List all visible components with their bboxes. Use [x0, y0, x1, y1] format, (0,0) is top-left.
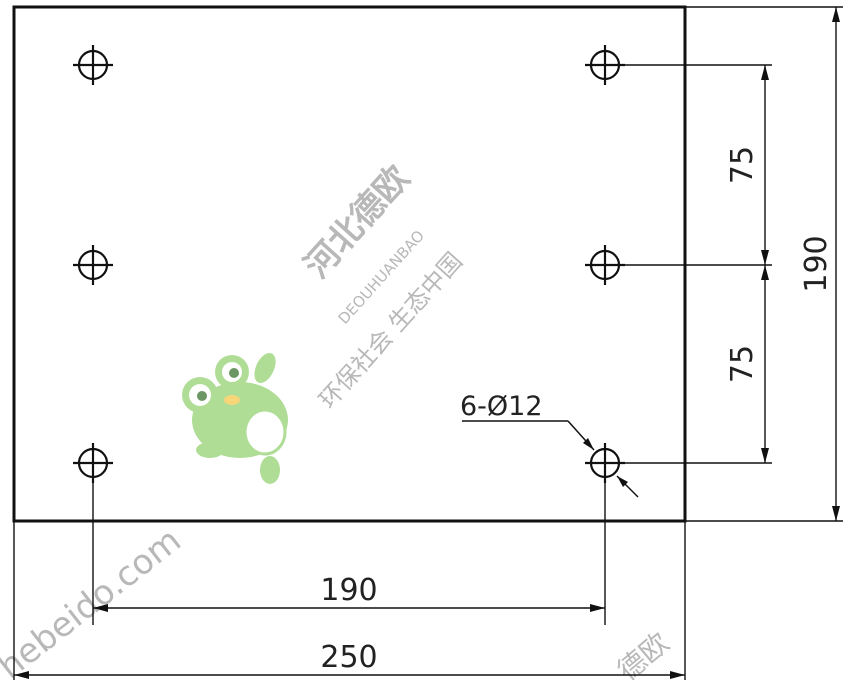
dimension-lines: [14, 7, 840, 679]
hole-bottom-left: [73, 443, 113, 483]
plate-outline: [12, 5, 687, 523]
hole-top-right: [585, 45, 625, 85]
watermark-url: hebeido.com: [0, 520, 189, 680]
watermark-bottom-fragment: 德欧: [611, 626, 675, 680]
hole-top-left: [73, 45, 113, 85]
hole-callout-leader: [462, 420, 639, 498]
mounting-holes: [73, 45, 625, 483]
dim-hole-spacing-vertical-lower: 75: [725, 345, 760, 383]
hole-mid-left: [73, 245, 113, 285]
dim-plate-height: 190: [799, 235, 834, 292]
hole-mid-right: [585, 245, 625, 285]
dim-plate-width: 250: [320, 640, 377, 675]
hole-bottom-right: [585, 443, 625, 483]
dim-hole-spacing-horizontal: 190: [320, 573, 377, 608]
hole-callout: 6-Ø12: [460, 391, 543, 422]
dim-hole-spacing-vertical-upper: 75: [725, 146, 760, 184]
extension-lines: [13, 6, 843, 680]
frog-mascot-icon: [182, 353, 288, 484]
